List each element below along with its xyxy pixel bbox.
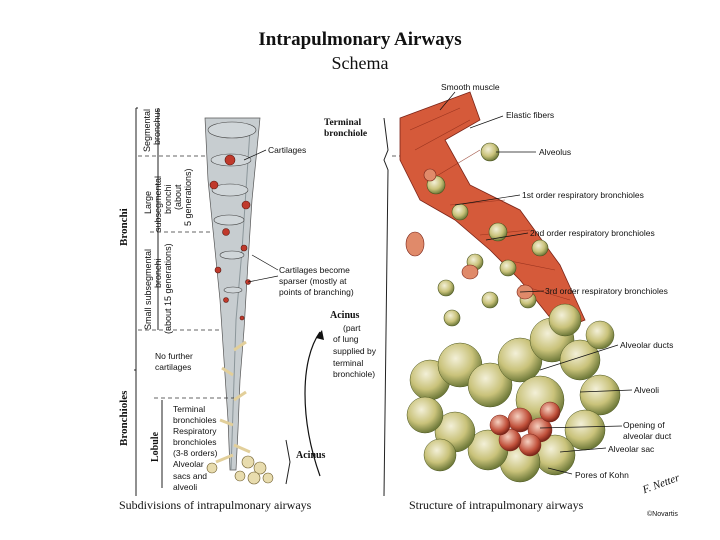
lobule-item-4: bronchioles (173, 437, 217, 447)
terminal-bronchiole-label-1: Terminal (324, 118, 362, 128)
cartilages-sparser-2: sparser (mostly at (279, 276, 347, 286)
lobule-item-7: sacs and (173, 471, 208, 481)
large-sub-label-4: (about (173, 184, 183, 210)
smooth-muscle-label: Smooth muscle (441, 82, 500, 92)
opening-label-1: Opening of (623, 420, 665, 430)
pores-label: Pores of Kohn (575, 470, 629, 480)
alveoli-label: Alveoli (634, 385, 660, 395)
cartilages-label: Cartilages (268, 145, 307, 155)
no-further-1: No further (155, 351, 193, 361)
lobule-item-8: alveoli (173, 482, 198, 492)
alveolar-ducts-label: Alveolar ducts (620, 340, 674, 350)
lobule-item-2: bronchioles (173, 415, 217, 425)
acinus-heading: Acinus (330, 310, 360, 321)
cartilages-sparser-1: Cartilages become (279, 265, 350, 275)
leader-lines (243, 91, 633, 475)
no-further-2: cartilages (155, 362, 192, 372)
page-title: Intrapulmonary Airways (258, 29, 462, 50)
copyright: ©Novartis (647, 511, 678, 518)
segmental-label-1: Segmental (142, 108, 152, 152)
lobule-item-1: Terminal (173, 404, 206, 414)
order1-label: 1st order respiratory bronchioles (522, 190, 644, 200)
large-sub-label-3: bronchi (163, 184, 173, 214)
right-caption: Structure of intrapulmonary airways (409, 498, 584, 512)
terminal-bronchiole-label-2: bronchiole (324, 129, 368, 139)
left-caption: Subdivisions of intrapulmonary airways (119, 498, 312, 512)
lobule-item-6: Alveolar (173, 459, 204, 469)
opening-label-2: alveolar duct (623, 431, 672, 441)
alveolus-label: Alveolus (539, 147, 572, 157)
acinus-bottom-label: Acinus (296, 450, 326, 461)
lobule-item-3: Respiratory (173, 426, 217, 436)
lobule-item-5: (3-8 orders) (173, 448, 218, 458)
left-brackets (134, 107, 389, 497)
acinus-arrow (304, 331, 321, 477)
bronchioles-label: Bronchioles (118, 390, 130, 446)
acinus-desc-4: terminal (333, 358, 364, 368)
acinus-structure (399, 91, 621, 483)
acinus-desc-1: (part (343, 323, 361, 333)
acinus-desc-5: bronchiole) (333, 369, 376, 379)
large-sub-label-5: 5 generations) (183, 168, 193, 226)
page-subtitle: Schema (331, 53, 389, 73)
small-sub-label-2: bronchi (153, 258, 163, 288)
small-sub-label-1: Small subsegmental (143, 248, 153, 330)
small-sub-label-3: (about 15 generations) (163, 243, 173, 334)
segmental-label-2: bronchus (152, 107, 162, 145)
cartilages-sparser-3: points of branching) (279, 287, 354, 297)
lobule-label: Lobule (150, 431, 161, 462)
alveolar-sac-cut (489, 401, 561, 457)
acinus-desc-2: of lung (333, 334, 359, 344)
order2-label: 2nd order respiratory bronchioles (530, 228, 655, 238)
large-sub-label-1: Large (143, 190, 153, 214)
bronchi-label: Bronchi (118, 208, 130, 246)
bronchial-tree (204, 117, 274, 485)
order3-label: 3rd order respiratory bronchioles (545, 286, 668, 296)
acinus-desc-3: supplied by (333, 346, 377, 356)
elastic-fibers-label: Elastic fibers (506, 110, 555, 120)
alveolar-sac-label: Alveolar sac (608, 444, 655, 454)
large-sub-label-2: subsegmental (153, 175, 163, 232)
alveolar-cluster (406, 303, 621, 483)
